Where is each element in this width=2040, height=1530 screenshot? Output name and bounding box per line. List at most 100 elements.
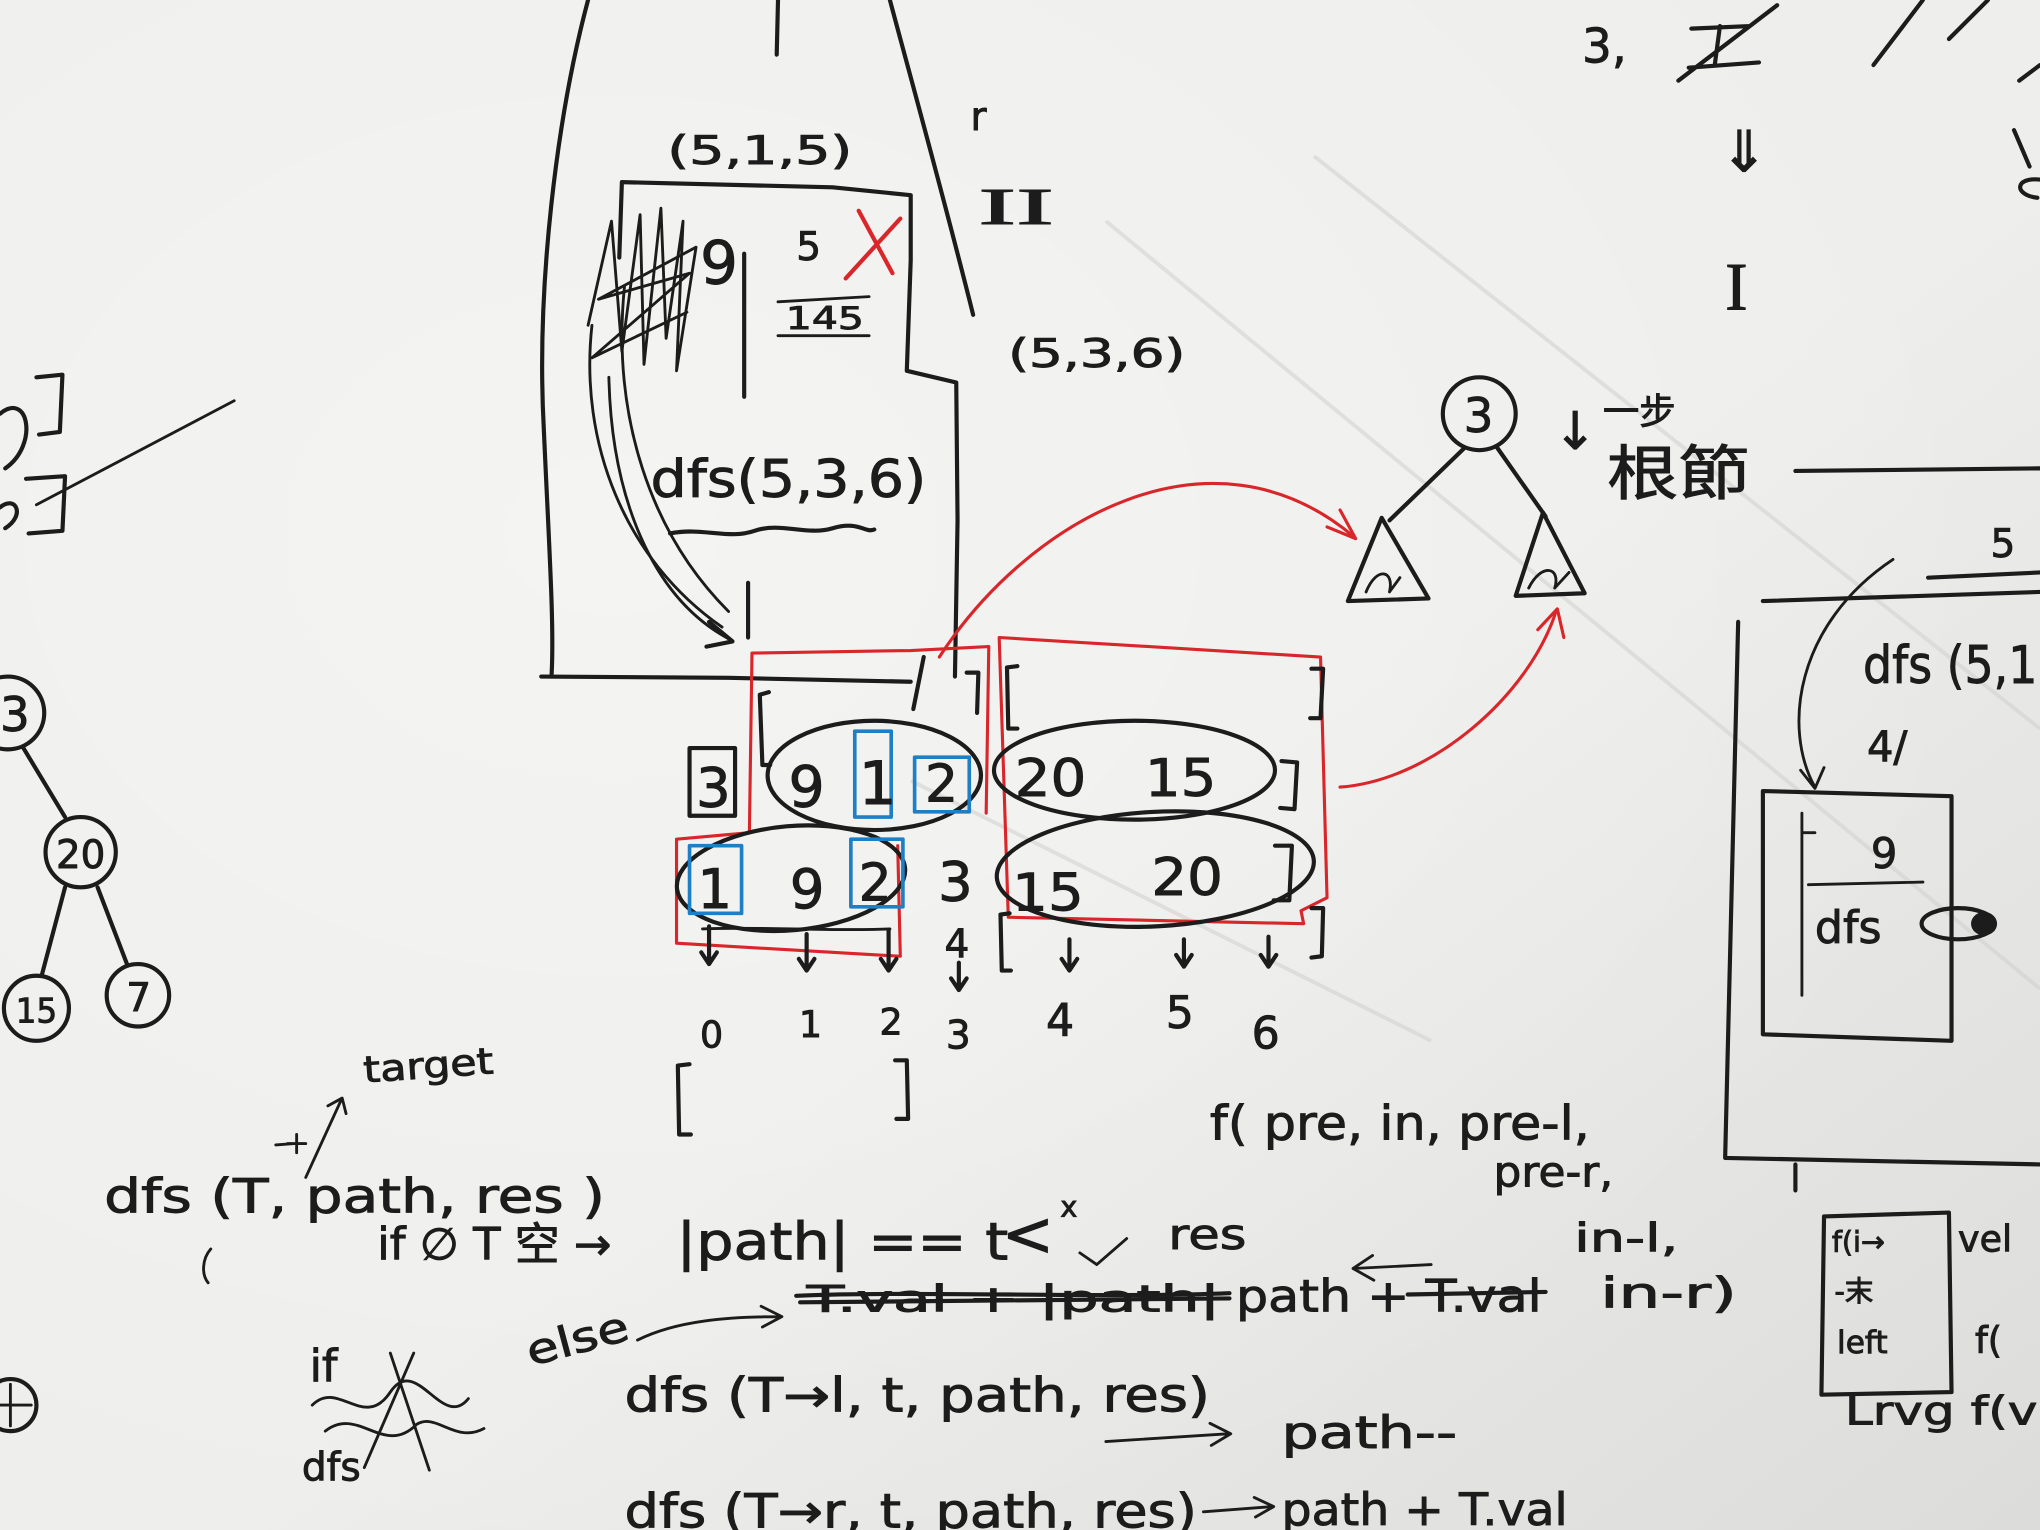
index-arrow	[878, 928, 899, 973]
index-label: 2	[879, 1000, 902, 1043]
crossed-value: 5	[796, 225, 821, 270]
preorder-cell: 9	[788, 755, 824, 821]
f-signature-line-1: f( pre, in, pre-l,	[1210, 1098, 1590, 1152]
left-diagonal	[34, 399, 236, 507]
root-box	[687, 746, 738, 818]
margin-box-mid: -末	[1834, 1274, 1873, 1308]
box-stub	[911, 654, 926, 712]
index-arrow	[1174, 937, 1194, 969]
margin-rule	[1793, 466, 2040, 474]
flow-curve	[607, 375, 733, 642]
margin-rule	[1760, 589, 2040, 604]
blue-box-in-2	[849, 837, 905, 909]
root-node-label: 3	[1464, 390, 1494, 444]
left-top-scribble	[0, 501, 19, 531]
inorder-cell: 15	[1012, 864, 1084, 924]
item-three: 3,	[1582, 20, 1627, 74]
margin-five: 5	[1991, 522, 2016, 567]
ghost-line	[1312, 154, 2040, 731]
inorder-cell: 20	[1151, 848, 1223, 908]
margin-bottom-box	[1819, 1210, 1954, 1397]
boxed-value: 145	[786, 301, 864, 337]
index-label: 6	[1252, 1009, 1280, 1060]
array-sketch: 3 9 1 2 20 15 1 9 2 3 15 20 4 0 1 2 3 4 …	[674, 664, 1326, 1137]
top-tick	[774, 0, 781, 57]
bracket-open	[757, 690, 773, 768]
inner-box-outline	[617, 180, 960, 679]
tree-node-label: 15	[16, 992, 58, 1031]
index-arrow	[1059, 937, 1080, 973]
paper-show-through-lines	[909, 154, 2040, 1043]
inorder-right-ellipse	[994, 809, 1316, 929]
blue-box-pre-2	[912, 755, 972, 814]
back-arrow	[1351, 1254, 1433, 1282]
res-label: res	[1168, 1210, 1246, 1259]
compare-mark: <	[1002, 1197, 1054, 1270]
dfs-call: dfs(5,3,6)	[651, 450, 927, 510]
tree-node-label: 7	[126, 976, 151, 1021]
crossed-glyph	[1676, 3, 1780, 83]
index-label: 3	[946, 1014, 971, 1059]
value-box-top	[776, 295, 871, 304]
root-node-circle	[1440, 375, 1518, 453]
note-arrow: ↓	[1553, 402, 1597, 462]
note-root: 根節	[1607, 439, 1750, 509]
add-arrow	[1202, 1496, 1276, 1519]
margin-bottom-text: Lrvg f(v	[1845, 1390, 2038, 1435]
path-add-value: path + T.val	[1236, 1271, 1542, 1322]
top-right-notes: 3, ⇓ I	[1582, 0, 2040, 325]
red-annotations	[674, 482, 1566, 958]
f-signature-line-2: pre-r,	[1494, 1148, 1614, 1197]
x-mark: x	[1060, 1189, 1077, 1223]
side-digit: 9	[700, 229, 738, 299]
mark-r: r	[971, 95, 988, 140]
index-connector	[701, 926, 892, 932]
superscript-mark	[274, 1133, 308, 1155]
red-arrowhead	[1325, 508, 1358, 541]
bracket-close	[893, 1058, 911, 1121]
target-label: target	[362, 1039, 495, 1091]
dfs-left-call: dfs (T→l, t, path, res)	[624, 1370, 1209, 1424]
corner-circle-mark	[0, 1377, 39, 1434]
blue-box-in-1	[687, 843, 744, 916]
bracket-open	[1004, 664, 1020, 731]
margin-inner-box	[1760, 788, 1954, 1043]
f-signature-line-3: in-l,	[1574, 1217, 1678, 1262]
margin-f-partial: f(	[1975, 1319, 2002, 1362]
bracket-close	[1309, 906, 1326, 960]
margin-frame	[1723, 619, 2040, 1167]
corner-circle-cross	[0, 1382, 33, 1428]
red-box-right-subtree	[997, 635, 1329, 926]
outer-curve-left	[540, 0, 591, 677]
small-paren	[202, 1247, 213, 1285]
index-label: 5	[1166, 988, 1194, 1039]
bracket-close	[1271, 843, 1294, 903]
ghost-line	[1104, 219, 2040, 991]
index-label: 1	[799, 1003, 822, 1046]
margin-nine: 9	[1871, 829, 1897, 878]
margin-stroke	[2017, 62, 2040, 83]
top-sketch: (5,1,5) 5 145 9 dfs(5,3,6) (5,3,6) r II	[539, 0, 1186, 712]
margin-slash	[1871, 0, 1925, 68]
preorder-cell: 1	[859, 749, 897, 819]
bracket-open	[998, 911, 1013, 973]
margin-dfs-inner: dfs	[1815, 903, 1882, 954]
formula-notes: target dfs (T, path, res ) if ∅ T 空 → |p…	[104, 1039, 1738, 1530]
path-length-check: |path| == t	[677, 1212, 1009, 1272]
outer-diagonal-right	[887, 0, 976, 317]
tree-edge	[39, 885, 68, 978]
if-label: if	[310, 1342, 339, 1393]
tree-node-circle	[43, 814, 118, 890]
bracket-close	[964, 670, 981, 716]
inorder-cell: 9	[790, 857, 825, 921]
red-arrowhead	[1536, 607, 1566, 640]
red-arrow-to-right-triangle	[1338, 609, 1558, 789]
right-subtree-triangle	[1513, 510, 1587, 598]
preorder-cell: 20	[1015, 749, 1087, 809]
f-signature-line-4: in-r)	[1600, 1269, 1737, 1318]
index-arrow	[948, 960, 969, 993]
outer-baseline	[539, 674, 913, 684]
ghost-line	[909, 778, 1432, 1043]
margin-curve-arrow	[1797, 558, 1895, 790]
